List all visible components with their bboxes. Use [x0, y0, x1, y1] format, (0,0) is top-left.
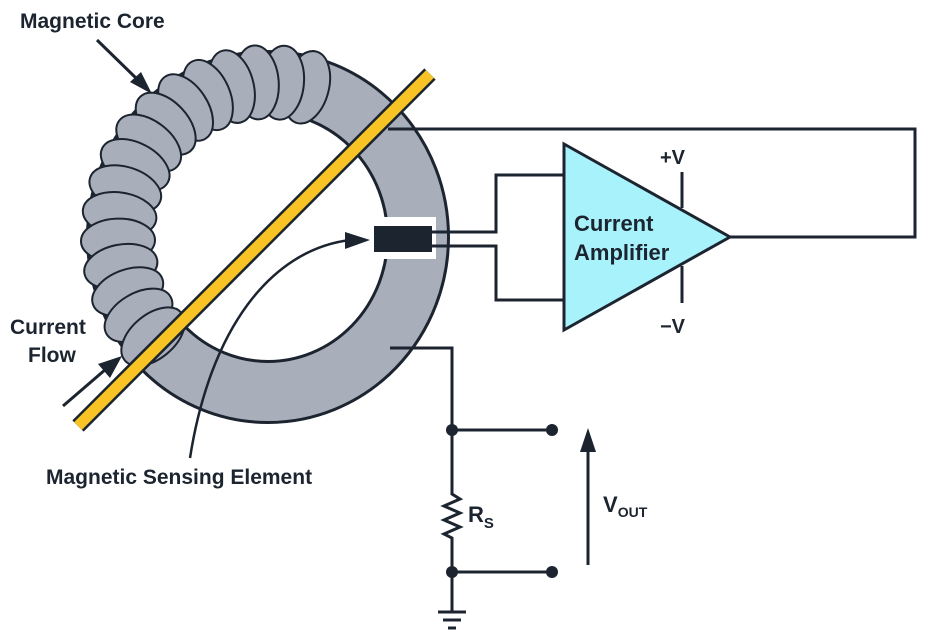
amplifier-label-line1: Current	[574, 211, 654, 236]
sensor-wire-bottom	[432, 244, 564, 302]
winding-output-wire	[390, 346, 454, 430]
magnetic-sensing-element	[374, 226, 432, 252]
sensing-element-arrow	[188, 232, 370, 459]
sensor-wire-top	[432, 173, 564, 234]
magnetic-sensing-element-label: Magnetic Sensing Element	[46, 466, 312, 489]
terminal-bottom	[546, 566, 558, 578]
current-flow-label-line2: Flow	[28, 344, 76, 367]
ground-symbol	[438, 572, 466, 630]
feedback-wire	[388, 127, 917, 239]
magnetic-core-arrow	[95, 38, 152, 94]
core-windings	[80, 44, 332, 367]
current-flow-arrow	[62, 356, 122, 408]
plus-v-label: +V	[660, 147, 686, 169]
current-flow-label-line1: Current	[10, 316, 86, 339]
vout-label: VOUT	[603, 492, 648, 520]
minus-v-label: −V	[660, 316, 686, 338]
sense-resistor	[440, 430, 464, 572]
current-amplifier	[562, 141, 734, 333]
vout-arrow	[580, 428, 596, 565]
amplifier-label-line2: Amplifier	[574, 240, 670, 265]
magnetic-core-label: Magnetic Core	[20, 10, 165, 33]
rs-label: RS	[468, 502, 494, 532]
terminal-top	[546, 424, 558, 436]
current-conductor	[72, 68, 436, 432]
